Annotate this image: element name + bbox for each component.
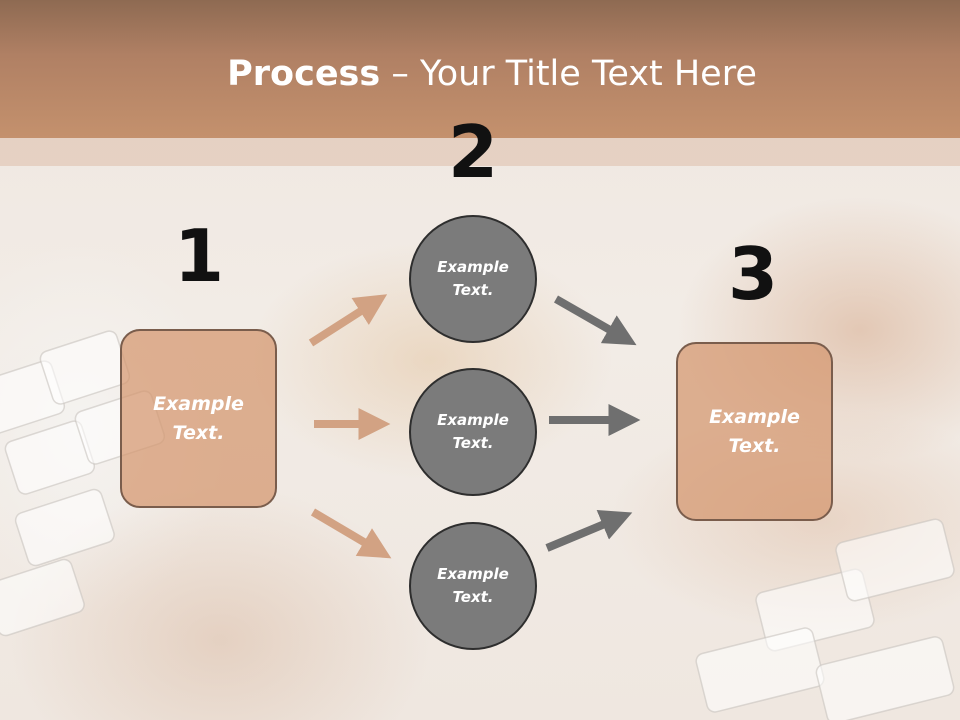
- step-1-text: Example Text.: [153, 392, 244, 444]
- circle-bottom-text: Example Text.: [437, 565, 509, 606]
- circle-middle: Example Text.: [409, 368, 537, 496]
- circle-middle-text: Example Text.: [437, 411, 509, 452]
- circle-top-text: Example Text.: [437, 258, 509, 299]
- step-3-box: Example Text.: [676, 342, 833, 521]
- title-rest: – Your Title Text Here: [380, 54, 757, 94]
- step-number-3: 3: [727, 232, 779, 316]
- arrow-1-to-bottom: [310, 508, 392, 559]
- arrow-top-to-3: [554, 295, 637, 346]
- step-3-text: Example Text.: [709, 405, 800, 457]
- arrow-1-to-top: [308, 294, 388, 347]
- arrow-bottom-to-3: [545, 510, 633, 552]
- slide-title: Process – Your Title Text Here: [0, 50, 960, 98]
- step-number-1: 1: [173, 214, 225, 298]
- circle-top: Example Text.: [409, 215, 537, 343]
- step-1-box: Example Text.: [120, 329, 277, 508]
- circle-bottom: Example Text.: [409, 522, 537, 650]
- title-bar: [0, 0, 960, 138]
- title-bold: Process: [227, 54, 381, 94]
- title-bar-band: [0, 138, 960, 166]
- step-number-2: 2: [447, 110, 499, 194]
